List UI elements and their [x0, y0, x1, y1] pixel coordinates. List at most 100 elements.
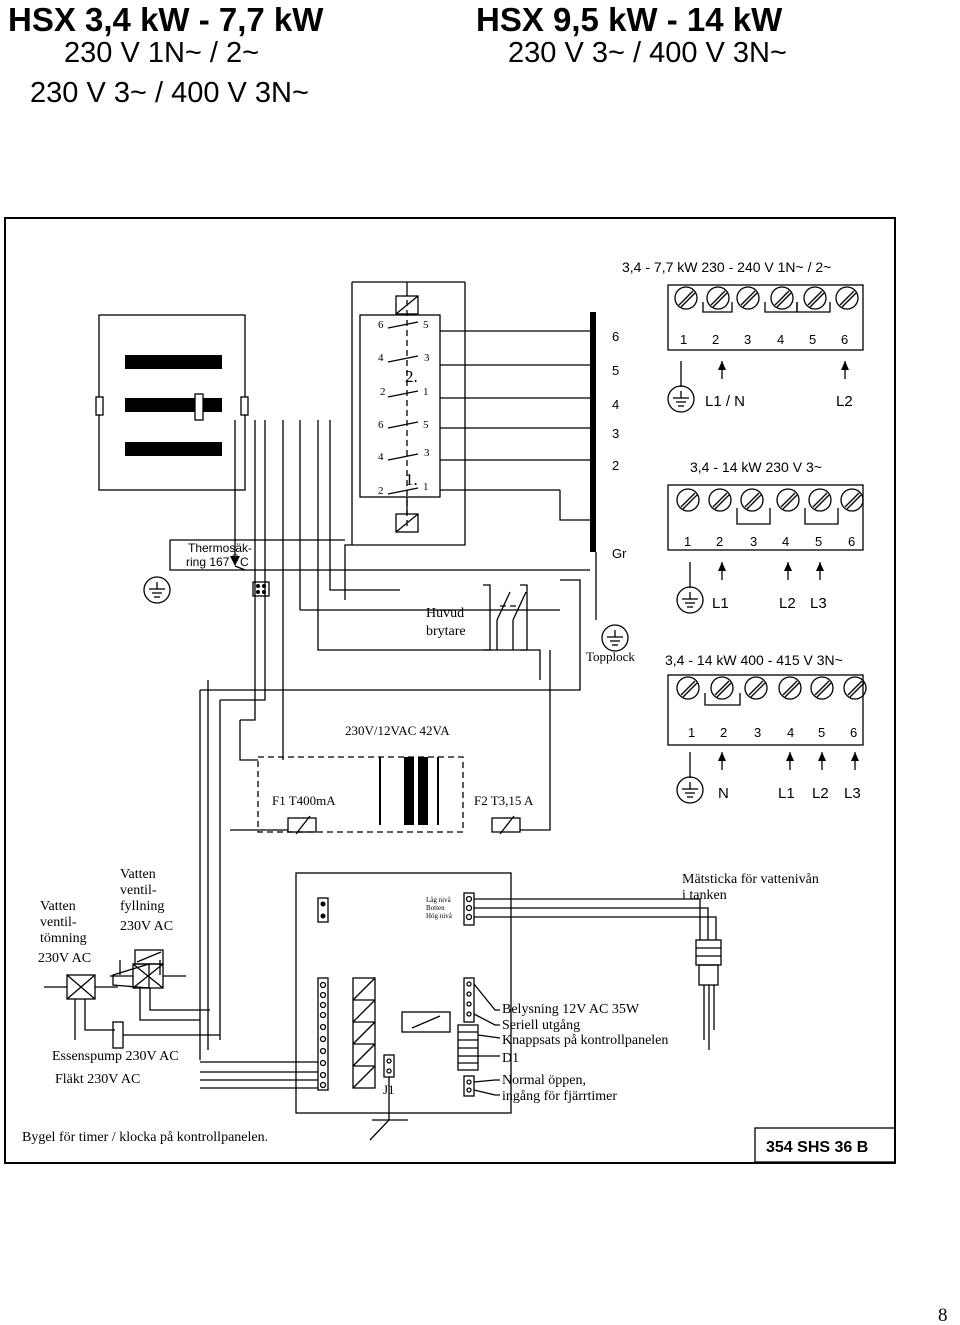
transformer-label: 230V/12VAC 42VA: [345, 723, 450, 738]
svg-text:230V AC: 230V AC: [120, 919, 173, 934]
svg-text:ventil-: ventil-: [40, 915, 77, 930]
svg-text:C: C: [240, 555, 249, 569]
header-left-line2: 230 V 1N~ / 2~: [64, 37, 259, 69]
svg-text:2: 2: [380, 386, 386, 398]
terminal-3-ground-icon: [676, 776, 704, 804]
svg-text:2: 2: [378, 485, 384, 497]
svg-text:2: 2: [720, 725, 727, 740]
terminal-block-3: 3,4 - 14 kW 400 - 415 V 3N~ 1 2 3 4 5 6 …: [665, 652, 867, 804]
page-number: 8: [938, 1305, 948, 1325]
connector-block: [252, 581, 270, 597]
svg-text:230V AC: 230V AC: [38, 951, 91, 966]
svg-text:4: 4: [378, 451, 384, 463]
svg-text:4: 4: [777, 332, 784, 347]
svg-text:6: 6: [612, 329, 619, 344]
svg-text:L3: L3: [810, 595, 827, 612]
svg-text:1: 1: [423, 481, 429, 493]
terminal-bar: [590, 312, 596, 552]
svg-text:4: 4: [378, 352, 384, 364]
stage-2-label: 2.: [405, 367, 418, 386]
heating-element-3: [125, 442, 222, 456]
svg-text:5: 5: [612, 363, 619, 378]
svg-text:1: 1: [688, 725, 695, 740]
ground-bar-label: Gr: [612, 546, 627, 561]
svg-text:N: N: [718, 785, 729, 802]
pump-label: Essenspump 230V AC: [52, 1049, 179, 1064]
terminal-block-1: 3,4 - 7,7 kW 230 - 240 V 1N~ / 2~ 1 2 3 …: [622, 259, 864, 413]
level-bottom-label: Botten: [426, 904, 445, 912]
header-right-title: HSX 9,5 kW - 14 kW: [476, 1, 783, 38]
terminal-1-title: 3,4 - 7,7 kW 230 - 240 V 1N~ / 2~: [622, 259, 831, 275]
thermal-fuse: [194, 393, 204, 421]
svg-text:ventil-: ventil-: [120, 883, 157, 898]
svg-text:1: 1: [423, 386, 429, 398]
svg-text:5: 5: [423, 319, 429, 331]
output-connector-1: [463, 977, 475, 1023]
heating-element-2: [125, 398, 222, 412]
fuse-f2-label: F2 T3,15 A: [474, 793, 534, 808]
output-label-normal-open: Normal öppen,: [502, 1073, 586, 1088]
jumper-j1: [383, 1054, 395, 1078]
svg-text:5: 5: [423, 419, 429, 431]
svg-text:5: 5: [815, 534, 822, 549]
output-label-keypad: Knappsats på kontrollpanelen: [502, 1033, 668, 1048]
svg-text:Vatten: Vatten: [40, 899, 76, 914]
relay-array: [352, 977, 376, 1089]
svg-text:5: 5: [818, 725, 825, 740]
stage-1-label: 1.: [405, 470, 418, 489]
transformer-section: 230V/12VAC 42VA F1 T400mA F2 T3,15 A: [199, 579, 581, 1060]
main-switch: Huvud brytare: [426, 584, 528, 651]
output-label-lighting: Belysning 12V AC 35W: [502, 1002, 640, 1017]
probe-label-2: i tanken: [682, 888, 727, 903]
transformer-core-2: [418, 757, 428, 825]
diagram-frame: [4, 217, 896, 1164]
level-high-label: Hög nivå: [426, 912, 453, 920]
svg-text:L1: L1: [778, 785, 795, 802]
header-right-line2: 230 V 3~ / 400 V 3N~: [508, 37, 787, 69]
probe-head: [695, 939, 722, 966]
svg-text:4: 4: [787, 725, 794, 740]
board-component: [401, 1011, 451, 1033]
header-left-title: HSX 3,4 kW - 7,7 kW: [8, 1, 324, 38]
doc-code: 354 SHS 36 B: [766, 1139, 868, 1156]
doc-code-box: [754, 1127, 896, 1163]
svg-text:5: 5: [809, 332, 816, 347]
svg-text:L3: L3: [844, 785, 861, 802]
fan-label: Fläkt 230V AC: [55, 1072, 140, 1087]
svg-text:3: 3: [754, 725, 761, 740]
svg-text:L1: L1: [712, 595, 729, 612]
svg-text:6: 6: [378, 419, 384, 431]
svg-text:3: 3: [612, 426, 619, 441]
svg-text:3: 3: [424, 447, 430, 459]
level-connector: [463, 892, 475, 926]
svg-text:1: 1: [684, 534, 691, 549]
svg-text:2: 2: [716, 534, 723, 549]
water-valves: Vatten ventil- tömning 230V AC Vatten ve…: [38, 867, 220, 1049]
topplock-label: Topplock: [586, 649, 635, 664]
header-left-line3: 230 V 3~ / 400 V 3N~: [30, 77, 309, 109]
output-label-serial: Seriell utgång: [502, 1018, 580, 1033]
terminal-2-ground-icon: [676, 586, 704, 614]
relay-box: [359, 314, 441, 498]
svg-text:L2: L2: [812, 785, 829, 802]
svg-text:3: 3: [744, 332, 751, 347]
level-low-label: Låg nivå: [426, 896, 452, 904]
output-label-d1: D1: [502, 1051, 519, 1066]
svg-text:L1 / N: L1 / N: [705, 393, 745, 410]
svg-text:6: 6: [848, 534, 855, 549]
svg-text:tömning: tömning: [40, 931, 87, 946]
svg-text:6: 6: [378, 319, 384, 331]
fuse-f1-label: F1 T400mA: [272, 793, 336, 808]
heater-assembly: 6 5 4 3 2 1 2. 6 5 4 3 2 1 1.: [95, 281, 635, 721]
topplock-ground-icon: [601, 624, 629, 652]
ground-icon: [143, 576, 171, 604]
switch-label-2: brytare: [426, 624, 466, 639]
svg-text:O: O: [232, 553, 238, 562]
svg-text:6: 6: [850, 725, 857, 740]
thermo-label-1: Thermosäk-: [188, 541, 252, 555]
terminal-block-2: 3,4 - 14 kW 230 V 3~ 1 2 3 4 5 6 L1 L2 L…: [667, 459, 864, 614]
svg-text:2: 2: [712, 332, 719, 347]
svg-text:Vatten: Vatten: [120, 867, 156, 882]
